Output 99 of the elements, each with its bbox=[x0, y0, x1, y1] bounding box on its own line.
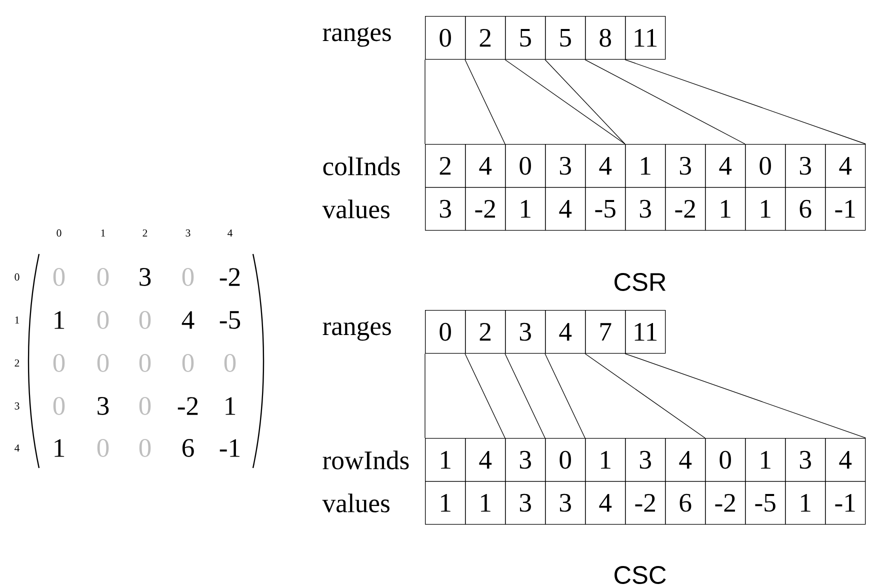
array-cell: 3 bbox=[785, 144, 826, 188]
array-cell: 4 bbox=[585, 481, 626, 525]
matrix-entry: 0 bbox=[97, 311, 109, 329]
array-cell: 3 bbox=[425, 187, 466, 231]
matrix-entry: 1 bbox=[226, 397, 236, 415]
matrix-entry: -1 bbox=[220, 439, 240, 457]
array-cell: 3 bbox=[505, 481, 546, 525]
array-cell: 3 bbox=[545, 481, 586, 525]
array-cell: 1 bbox=[705, 187, 746, 231]
array-cell: 1 bbox=[465, 481, 506, 525]
array-cell: 1 bbox=[505, 187, 546, 231]
range-cell: 11 bbox=[625, 310, 666, 354]
row-label: rowInds bbox=[322, 450, 409, 470]
matrix-entry: 0 bbox=[97, 268, 109, 286]
matrix-entry: 3 bbox=[98, 397, 109, 415]
array-cell: 3 bbox=[625, 187, 666, 231]
array-cell: 3 bbox=[505, 438, 546, 482]
array-cell: -2 bbox=[665, 187, 706, 231]
matrix-entry: -2 bbox=[178, 397, 198, 415]
matrix-entry: 0 bbox=[224, 354, 236, 372]
array-cell: 4 bbox=[825, 438, 866, 482]
array-cell: 1 bbox=[785, 481, 826, 525]
matrix-entry: 0 bbox=[182, 354, 194, 372]
matrix-entry: 0 bbox=[97, 354, 109, 372]
row-label: colInds bbox=[323, 156, 400, 176]
matrix-index: 4 bbox=[228, 229, 232, 236]
array-cell: 4 bbox=[465, 438, 506, 482]
range-cell: 5 bbox=[545, 16, 586, 60]
array-cell: 0 bbox=[705, 438, 746, 482]
matrix-index: 2 bbox=[14, 359, 20, 367]
array-cell: -5 bbox=[585, 187, 626, 231]
format-title: CSC bbox=[614, 566, 666, 584]
row-label: values bbox=[322, 200, 390, 218]
matrix-entry: 0 bbox=[139, 354, 151, 372]
range-cell: 4 bbox=[545, 310, 586, 354]
array-cell: 6 bbox=[665, 481, 706, 525]
array-cell: 4 bbox=[545, 187, 586, 231]
format-title: CSR bbox=[614, 273, 666, 291]
matrix-entry: 0 bbox=[97, 439, 109, 457]
array-cell: 4 bbox=[465, 144, 506, 188]
array-cell: 1 bbox=[625, 144, 666, 188]
matrix-index: 2 bbox=[142, 229, 148, 237]
matrix-index: 3 bbox=[14, 402, 20, 410]
matrix-entry: 0 bbox=[139, 439, 151, 457]
array-cell: 4 bbox=[665, 438, 706, 482]
array-cell: 3 bbox=[665, 144, 706, 188]
array-cell: 0 bbox=[745, 144, 786, 188]
array-cell: -1 bbox=[825, 481, 866, 525]
array-cell: 1 bbox=[585, 438, 626, 482]
array-cell: -2 bbox=[625, 481, 666, 525]
array-cell: 1 bbox=[745, 438, 786, 482]
matrix-entry: 1 bbox=[54, 439, 64, 457]
matrix-entry: 0 bbox=[53, 354, 65, 372]
range-cell: 0 bbox=[425, 310, 466, 354]
array-cell: -2 bbox=[465, 187, 506, 231]
matrix-index: 1 bbox=[15, 316, 20, 324]
array-cell: 1 bbox=[425, 438, 466, 482]
array-cell: 3 bbox=[545, 144, 586, 188]
matrix-index: 0 bbox=[14, 273, 20, 281]
matrix-index: 3 bbox=[186, 229, 190, 237]
matrix-entry: -5 bbox=[220, 311, 240, 329]
row-label: ranges bbox=[322, 27, 391, 47]
array-cell: 4 bbox=[585, 144, 626, 188]
range-cell: 3 bbox=[505, 310, 546, 354]
matrix-entry: 0 bbox=[139, 397, 151, 415]
array-cell: 1 bbox=[425, 481, 466, 525]
array-cell: 1 bbox=[745, 187, 786, 231]
range-cell: 5 bbox=[505, 16, 546, 60]
range-cell: 0 bbox=[425, 16, 466, 60]
range-cell: 8 bbox=[585, 16, 626, 60]
matrix-entry: 0 bbox=[139, 311, 151, 329]
range-cell: 7 bbox=[585, 310, 626, 354]
array-cell: 2 bbox=[425, 144, 466, 188]
range-cell: 11 bbox=[625, 16, 666, 60]
matrix-entry: 3 bbox=[140, 268, 151, 286]
array-cell: 6 bbox=[785, 187, 826, 231]
array-cell: 3 bbox=[625, 438, 666, 482]
range-cell: 2 bbox=[465, 310, 506, 354]
matrix-entry: 0 bbox=[182, 268, 194, 286]
array-cell: -5 bbox=[745, 481, 786, 525]
range-cell: 2 bbox=[465, 16, 506, 60]
matrix-entry: -2 bbox=[220, 268, 240, 286]
matrix-index: 4 bbox=[14, 444, 20, 452]
matrix-entry: 0 bbox=[53, 397, 65, 415]
matrix-entry: 6 bbox=[182, 439, 194, 457]
matrix-entry: 4 bbox=[182, 311, 194, 329]
matrix-index: 0 bbox=[56, 229, 62, 237]
row-label: ranges bbox=[322, 321, 391, 341]
matrix-entry: 0 bbox=[53, 268, 65, 286]
array-cell: -2 bbox=[705, 481, 746, 525]
array-cell: 0 bbox=[545, 438, 586, 482]
matrix-index: 1 bbox=[101, 229, 106, 237]
array-cell: 4 bbox=[825, 144, 866, 188]
array-cell: 3 bbox=[785, 438, 826, 482]
matrix-entry: 1 bbox=[54, 311, 64, 329]
array-cell: -1 bbox=[825, 187, 866, 231]
array-cell: 4 bbox=[705, 144, 746, 188]
row-label: values bbox=[322, 494, 390, 512]
array-cell: 0 bbox=[505, 144, 546, 188]
